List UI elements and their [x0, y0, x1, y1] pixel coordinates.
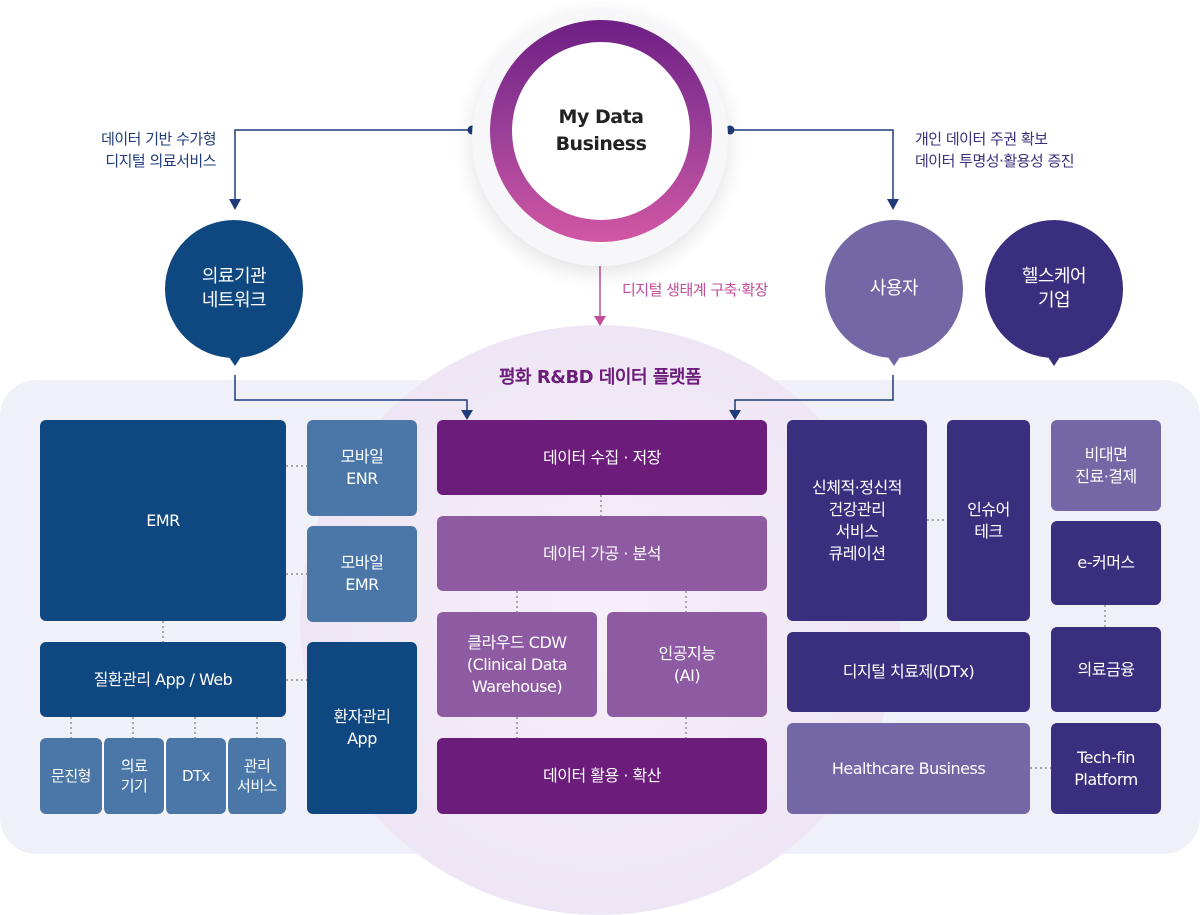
healthcare-company-pointer [1046, 354, 1062, 366]
disease-app-box: 질환관리 App / Web [40, 642, 286, 717]
left-arrowhead [229, 199, 241, 210]
patient-app-box: 환자관리 App [307, 642, 417, 814]
ecommerce-box: e-커머스 [1051, 521, 1161, 605]
platform-title: 평화 R&BD 데이터 플랫폼 [499, 367, 702, 388]
telemedicine-box: 비대면 진료·결제 [1051, 420, 1161, 511]
network-arrowhead [461, 410, 473, 420]
right-caption: 개인 데이터 주권 확보 데이터 투명성·활용성 증진 [915, 130, 1075, 170]
healthcare-business-box: Healthcare Business [787, 723, 1030, 814]
user-pointer [886, 354, 902, 366]
center-caption: 디지털 생태계 구축·확장 [622, 281, 768, 299]
mobile-emr-box: 모바일 EMR [307, 526, 417, 622]
sub-item-questionnaire: 문진형 [40, 738, 102, 814]
right-arrowhead [887, 199, 899, 210]
left-caption: 데이터 기반 수가형 디지털 의료서비스 [101, 130, 216, 170]
mobile-enr-box: 모바일 ENR [307, 420, 417, 516]
hospital-network-pointer [227, 354, 243, 366]
sub-item-medical-device: 의료 기기 [102, 738, 164, 814]
data-process-box: 데이터 가공 · 분석 [437, 516, 767, 591]
sub-item-management-service: 관리 서비스 [226, 738, 286, 814]
sub-item-dtx: DTx [164, 738, 226, 814]
ai-box: 인공지능 (AI) [607, 612, 767, 717]
medical-finance-box: 의료금융 [1051, 627, 1161, 712]
data-collect-box: 데이터 수집 · 저장 [437, 420, 767, 495]
healthcare-company-node: 헬스케어 기업 [985, 220, 1123, 358]
emr-box: EMR [40, 420, 286, 621]
hub-to-left-line [234, 129, 472, 200]
user-node: 사용자 [825, 220, 963, 358]
hub-title: My Data Business [512, 42, 690, 220]
digital-therapeutics-box: 디지털 치료제(DTx) [787, 632, 1030, 712]
network-to-platform-line [234, 375, 468, 412]
techfin-platform-box: Tech-fin Platform [1051, 723, 1161, 814]
hospital-network-node: 의료기관 네트워크 [165, 220, 303, 358]
cloud-cdw-box: 클라우드 CDW (Clinical Data Warehouse) [437, 612, 597, 717]
curation-box: 신체적·정신적 건강관리 서비스 큐레이션 [787, 420, 927, 621]
center-arrowhead [594, 316, 606, 326]
user-arrowhead [729, 410, 741, 420]
user-to-platform-line [734, 375, 894, 412]
hub-to-right-line [730, 129, 894, 200]
data-utilize-box: 데이터 활용 · 확산 [437, 738, 767, 814]
insurtech-box: 인슈어 테크 [947, 420, 1030, 621]
